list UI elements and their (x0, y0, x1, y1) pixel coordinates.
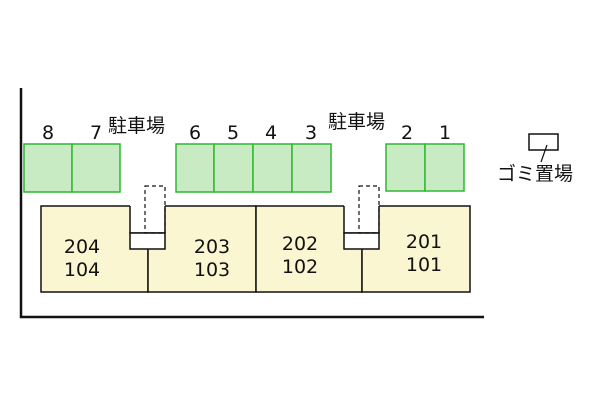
unit-number-upper: 202 (282, 233, 318, 255)
parking-slot-4 (252, 143, 293, 193)
unit-number-lower: 102 (282, 256, 318, 278)
unit-number-lower: 103 (194, 259, 230, 281)
building (40, 185, 471, 293)
parking-number: 7 (90, 122, 102, 144)
unit-number-lower: 101 (406, 254, 442, 276)
parking-number: 2 (401, 122, 413, 144)
garbage-box (528, 133, 559, 151)
unit-number-upper: 203 (194, 236, 230, 258)
unit-block-203 (147, 205, 257, 293)
stair-landing-right (343, 232, 380, 250)
stair-upper-left (144, 185, 166, 234)
garbage-area: ゴミ置場 (497, 133, 573, 185)
parking-slot-3 (291, 143, 332, 193)
stair-notch-right (344, 205, 379, 233)
parking-number: 5 (227, 122, 239, 144)
unit-number-upper: 204 (64, 236, 100, 258)
parking-number: 8 (42, 122, 54, 144)
parking-slot-6 (175, 143, 215, 193)
parking-slot-8 (23, 143, 73, 193)
parking-label-left: 駐車場 (108, 115, 165, 137)
garbage-leader-line (540, 144, 548, 163)
parking-numbers: 8 7 6 5 4 3 2 1 (42, 122, 451, 144)
stair-notch-left (130, 205, 165, 233)
unit-number-upper: 201 (406, 231, 442, 253)
parking-number: 3 (305, 122, 317, 144)
parking-slot-1 (424, 143, 465, 192)
parking-number: 6 (189, 122, 201, 144)
garbage-label: ゴミ置場 (497, 163, 573, 185)
parking-number: 4 (265, 122, 277, 144)
stair-landing-left (129, 232, 166, 250)
unit-number-lower: 104 (64, 259, 100, 281)
parking-number: 1 (439, 122, 451, 144)
unit-numbers: 204 104 203 103 202 102 201 101 (64, 231, 442, 281)
stair-upper-right (358, 185, 380, 234)
parking-slots (23, 143, 465, 193)
parking-slot-2 (385, 143, 426, 192)
parking-label-right: 駐車場 (328, 111, 385, 133)
parking-slot-7 (71, 143, 121, 193)
parking-slot-5 (213, 143, 254, 193)
